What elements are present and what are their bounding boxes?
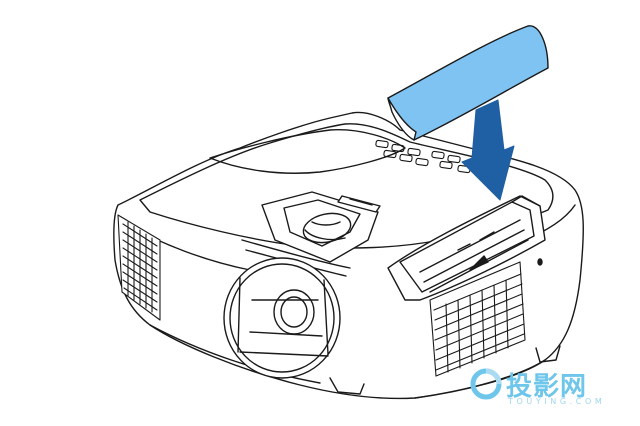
projector-feet	[329, 345, 561, 395]
watermark-text-en: TOUYING.COM	[508, 397, 606, 406]
lamp-cover	[387, 25, 549, 141]
lamp-cover-edge	[387, 97, 417, 141]
down-arrow-icon	[461, 99, 515, 201]
watermark-logo: 投影网 TOUYING.COM	[468, 366, 618, 410]
indicator-dot	[537, 258, 543, 266]
right-vent-grille	[429, 261, 526, 377]
lamp-compartment	[387, 195, 546, 301]
lens-adjust-housing	[261, 191, 381, 263]
left-vent-grille	[117, 214, 161, 321]
projector-base-line	[149, 324, 546, 399]
projector-lens	[223, 257, 341, 379]
control-buttons	[375, 139, 471, 174]
watermark-ring-icon	[470, 368, 502, 400]
projector-top-ridge	[209, 129, 406, 174]
watermark-text-cn: 投影网	[506, 372, 588, 402]
